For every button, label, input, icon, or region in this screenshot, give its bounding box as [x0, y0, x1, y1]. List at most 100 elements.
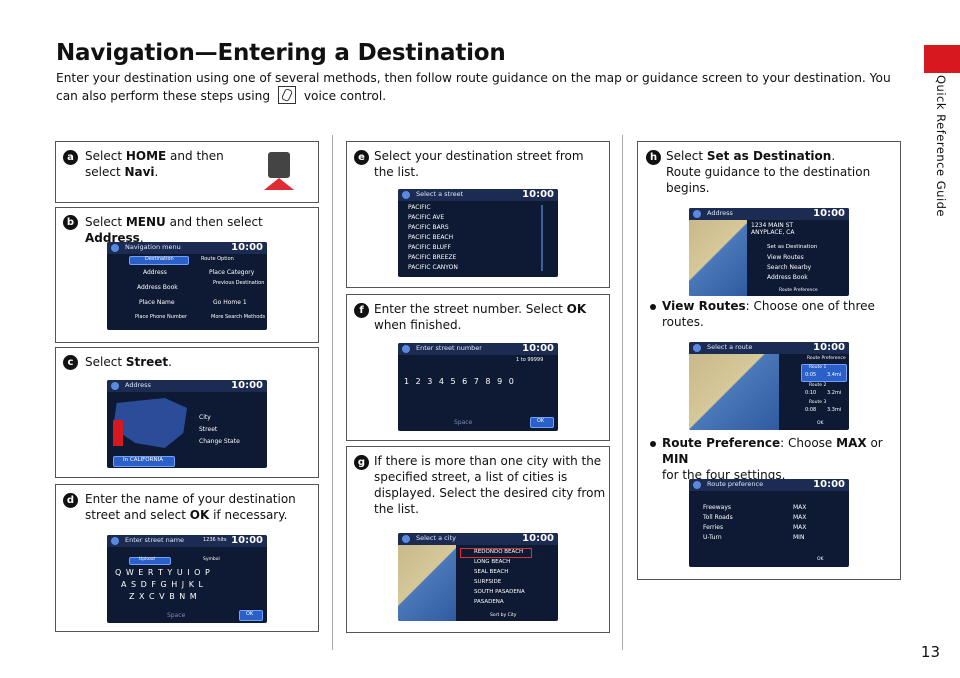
text: the list. [374, 502, 419, 516]
screen-title: Select a city [416, 534, 456, 542]
home-button-icon [268, 152, 290, 178]
tab-label: Destination [145, 256, 174, 262]
nav-icon [402, 345, 410, 353]
route-1-card [801, 364, 847, 382]
list-item: REDONDO BEACH [474, 549, 524, 555]
step-5-text: Select your destination street from the … [374, 148, 606, 180]
step-4-box: d Enter the name of your destination str… [55, 484, 319, 632]
step-2-badge: b [63, 215, 78, 230]
menu-item: View Routes [767, 254, 804, 261]
step-8-badge: h [646, 150, 661, 165]
screen-clock: 10:00 [231, 535, 263, 546]
menu-item: Place Phone Number [135, 314, 188, 320]
step-6-badge: f [354, 303, 369, 318]
keyboard-row: Z X C V B N M [129, 592, 198, 601]
text: specified street, a list of cities is [374, 470, 568, 484]
menu-item: More Search Methods [211, 314, 266, 320]
text: Select your destination street from [374, 149, 584, 163]
page-title: Navigation—Entering a Destination [56, 40, 506, 66]
pref-label: Toll Roads [703, 514, 733, 521]
voice-control-icon [277, 86, 296, 104]
ok-button: OK [817, 421, 824, 426]
step-2-text: Select MENU and then select Address. [85, 214, 317, 246]
list-item: SURFSIDE [474, 579, 502, 585]
text: . [154, 165, 159, 179]
text: Enter the name of your destination [85, 492, 296, 506]
address-line: ANYPLACE, CA [751, 229, 795, 236]
text: If there is more than one city with the [374, 454, 602, 468]
list-item: PASADENA [474, 599, 504, 605]
route-name: Route 1 [809, 365, 827, 370]
menu-item: Place Name [139, 299, 175, 306]
text: Route guidance to the destination [666, 165, 871, 179]
list-item: PACIFIC [408, 204, 431, 211]
step-7-badge: g [354, 455, 369, 470]
ok-label: OK [189, 508, 210, 522]
step-6-text: Enter the street number. Select OK when … [374, 301, 606, 333]
step-7-text: If there is more than one city with the … [374, 453, 608, 517]
menu-item: Address Book [767, 274, 808, 281]
screen-clock: 10:00 [813, 208, 845, 219]
pref-label: Freeways [703, 504, 731, 511]
step-2-box: b Select MENU and then select Address. N… [55, 207, 319, 343]
view-routes-text: View Routes: Choose one of three routes. [662, 298, 894, 330]
address-label: Address [85, 231, 140, 245]
menu-item: Address Book [137, 284, 178, 291]
text: if necessary. [209, 508, 288, 522]
tab-label: Route Option [201, 256, 234, 262]
column-divider [622, 135, 623, 650]
screen-title: Select a street [416, 190, 464, 198]
nav-icon [402, 535, 410, 543]
text: . [831, 149, 836, 163]
pref-value: MAX [793, 524, 807, 531]
text: : Choose [780, 436, 837, 450]
step-4-text: Enter the name of your destination stree… [85, 491, 317, 523]
pref-value: MIN [793, 534, 805, 541]
route-pref-header: Route Preference [807, 356, 846, 361]
list-item: PACIFIC CANYON [408, 264, 458, 271]
ok-key-label: OK [246, 611, 254, 617]
menu-label: MENU [125, 215, 166, 229]
map-view [689, 354, 779, 430]
step-7-box: g If there is more than one city with th… [346, 446, 610, 633]
intro-line-1: Enter your destination using one of seve… [56, 71, 891, 85]
map-view [398, 545, 456, 621]
text: street and select [85, 508, 190, 522]
list-item: PACIFIC BEACH [408, 234, 454, 241]
view-routes-label: View Routes [662, 299, 746, 313]
step-8-text: Select Set as Destination. Route guidanc… [666, 148, 898, 196]
screen-clock: 10:00 [522, 343, 554, 354]
screen-header: Address 10:00 [689, 208, 849, 220]
nav-icon [111, 244, 119, 252]
route-time: 0:10 [805, 390, 817, 396]
nav-icon [111, 537, 119, 545]
route-name: Route 2 [809, 383, 827, 388]
menu-item: Set as Destination [767, 244, 818, 250]
screen-clock: 10:00 [231, 242, 263, 253]
screen-title: Address [707, 209, 733, 217]
text: for the four settings. [662, 468, 786, 482]
ok-key-label: OK [537, 418, 545, 424]
scrollbar [541, 205, 543, 271]
selected-row-highlight [460, 548, 532, 558]
route-time: 0:05 [805, 372, 817, 378]
space-key: Space [167, 612, 186, 619]
screen-clock: 10:00 [813, 479, 845, 490]
home-label: HOME [125, 149, 167, 163]
list-item: PACIFIC BREEZE [408, 254, 457, 261]
text: routes. [662, 315, 704, 329]
keyboard-row: A S D F G H J K L [121, 580, 204, 589]
step-8-box: h Select Set as Destination. Route guida… [637, 141, 901, 580]
